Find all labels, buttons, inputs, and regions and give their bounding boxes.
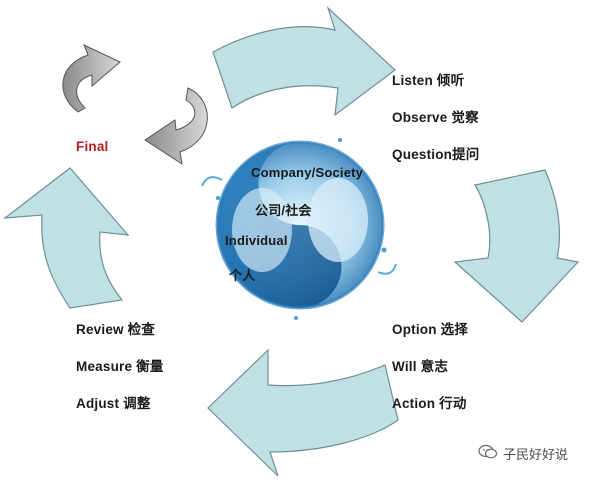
watermark: 子民好好说	[478, 444, 568, 463]
arrow-left	[3, 167, 130, 309]
stage-observe: Observe 觉察	[392, 110, 479, 125]
loop-arrow-lower	[144, 87, 208, 166]
watermark-text: 子民好好说	[503, 447, 569, 462]
arrow-bottom	[207, 348, 399, 477]
stage-action: Action 行动	[392, 396, 467, 411]
wechat-icon	[478, 444, 498, 463]
center-company: Company/Society	[251, 165, 364, 180]
loop-arrow-upper	[62, 44, 121, 113]
stage-adjust: Adjust 调整	[76, 396, 151, 411]
water-yinyang	[201, 138, 397, 320]
final-label: Final	[76, 139, 109, 154]
center-individual-cn: 个人	[229, 268, 256, 283]
stage-will: Will 意志	[392, 359, 449, 374]
arrow-right	[453, 169, 580, 323]
stage-measure: Measure 衡量	[76, 359, 164, 374]
stage-question: Question提问	[392, 147, 480, 162]
stage-listen: Listen 倾听	[392, 73, 465, 88]
stage-option: Option 选择	[392, 322, 469, 337]
stage-review: Review 检查	[76, 322, 156, 337]
arrow-top	[212, 6, 396, 117]
center-individual: Individual	[225, 233, 288, 248]
center-company-cn: 公司/社会	[255, 203, 312, 218]
